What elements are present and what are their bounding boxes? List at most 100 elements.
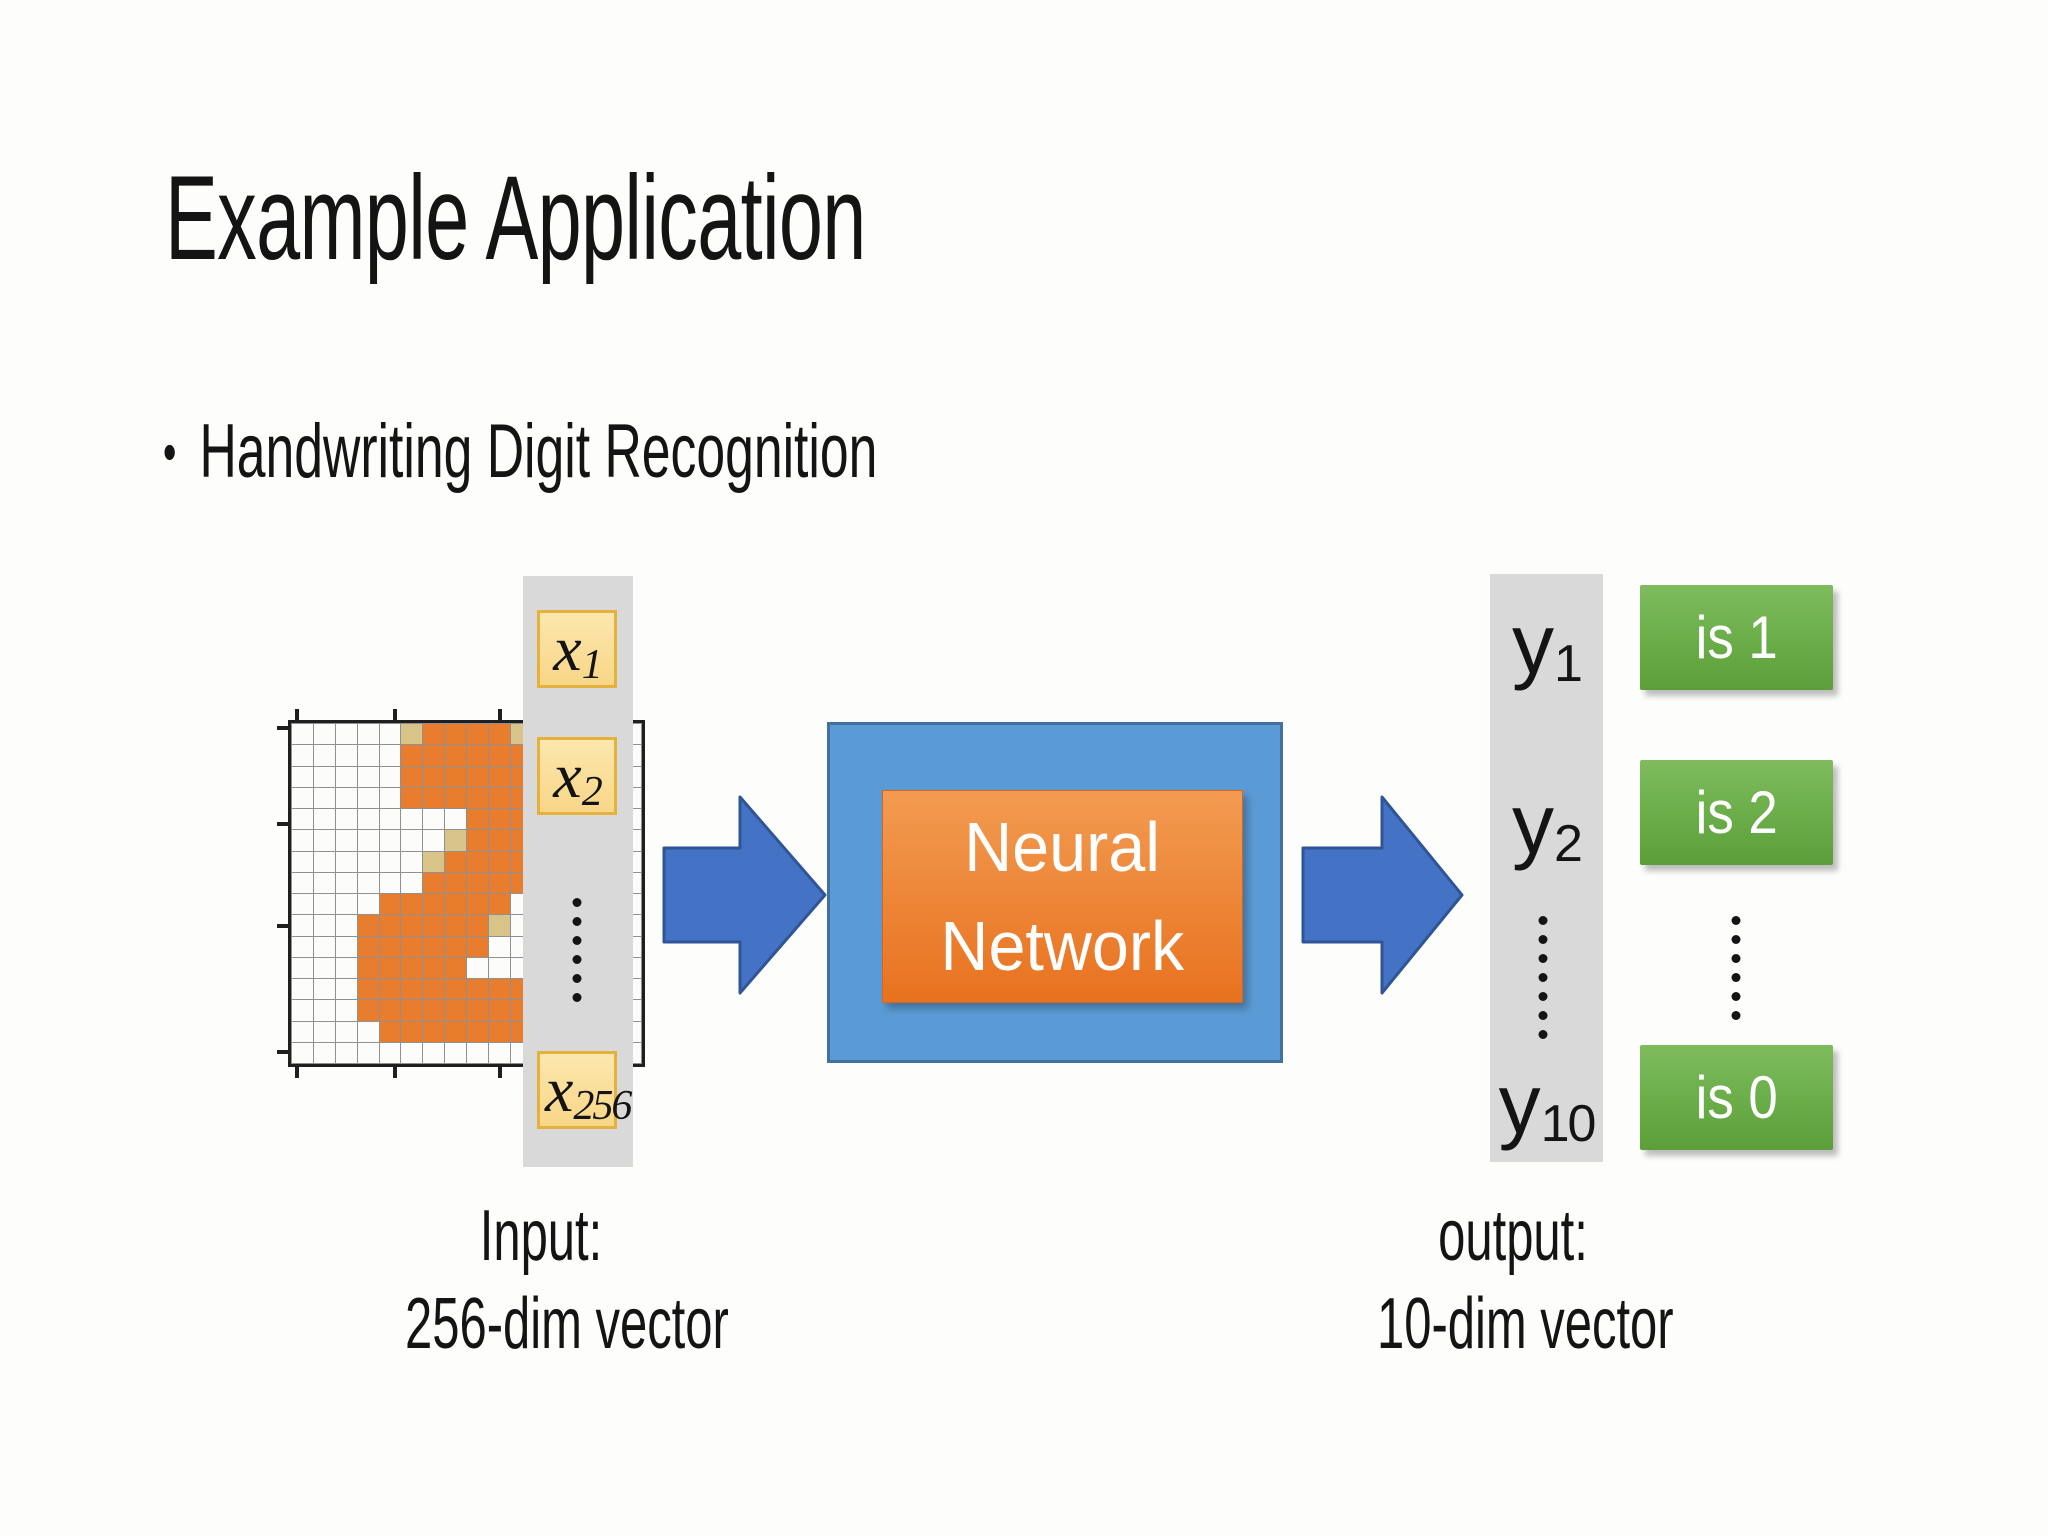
pixel-cell — [313, 851, 335, 872]
pixel-cell — [423, 894, 445, 915]
pixel-cell — [488, 809, 510, 830]
pixel-cell — [292, 809, 313, 830]
input-ellipsis — [572, 898, 582, 1002]
pixel-cell — [313, 979, 335, 1000]
pixel-cell — [357, 957, 379, 978]
pixel-cell — [292, 1021, 313, 1042]
pixel-cell — [488, 957, 510, 978]
pixel-cell — [467, 872, 488, 893]
pixel-cell — [401, 745, 423, 766]
neural-network-box: Neural Network — [882, 790, 1243, 1003]
axis-tick — [277, 924, 291, 929]
ellipsis-dot — [572, 993, 582, 1002]
pixel-cell — [423, 787, 445, 808]
pixel-cell — [357, 915, 379, 936]
ellipsis-dot — [572, 917, 582, 926]
pixel-cell — [401, 1042, 423, 1063]
input-caption: Input: 256-dim vector — [405, 1192, 729, 1368]
pixel-cell — [379, 872, 401, 893]
ellipsis-dot — [1538, 992, 1548, 1001]
axis-tick — [392, 1064, 397, 1078]
pixel-cell — [335, 915, 357, 936]
pixel-cell — [467, 915, 488, 936]
bullet-line: • Handwriting Digit Recognition — [163, 408, 877, 495]
pixel-cell — [467, 979, 488, 1000]
ellipsis-dot — [1731, 1011, 1741, 1020]
pixel-cell — [357, 809, 379, 830]
pixel-cell — [379, 745, 401, 766]
input-caption-line2: 256-dim vector — [405, 1284, 729, 1364]
pixel-cell — [423, 724, 445, 745]
axis-tick — [498, 1064, 503, 1078]
pixel-cell — [292, 724, 313, 745]
pixel-cell — [379, 809, 401, 830]
pixel-cell — [335, 979, 357, 1000]
pixel-cell — [467, 1042, 488, 1063]
pixel-cell — [467, 745, 488, 766]
pixel-cell — [445, 809, 466, 830]
pixel-cell — [423, 830, 445, 851]
pixel-cell — [445, 766, 466, 787]
pixel-cell — [488, 979, 510, 1000]
pixel-cell — [467, 1000, 488, 1021]
pixel-cell — [423, 1021, 445, 1042]
pixel-cell — [379, 915, 401, 936]
pixel-cell — [335, 766, 357, 787]
pixel-cell — [445, 1000, 466, 1021]
pixel-cell — [357, 745, 379, 766]
pixel-cell — [313, 766, 335, 787]
pixel-cell — [292, 872, 313, 893]
pixel-cell — [357, 872, 379, 893]
pixel-cell — [357, 1000, 379, 1021]
pixel-cell — [335, 851, 357, 872]
pixel-cell — [292, 957, 313, 978]
pixel-cell — [401, 957, 423, 978]
output-caption-line2: 10-dim vector — [1377, 1284, 1674, 1364]
network-label-line2: Network — [940, 906, 1185, 985]
pixel-cell — [357, 1021, 379, 1042]
pixel-cell — [313, 1000, 335, 1021]
pixel-cell — [423, 809, 445, 830]
pixel-cell — [292, 787, 313, 808]
pixel-cell — [467, 809, 488, 830]
pixel-cell — [313, 724, 335, 745]
axis-tick — [277, 1050, 291, 1055]
pixel-cell — [445, 724, 466, 745]
ellipsis-dot — [1538, 1030, 1548, 1039]
pixel-cell — [292, 745, 313, 766]
pixel-cell — [357, 851, 379, 872]
bullet-icon: • — [163, 420, 177, 483]
pixel-cell — [423, 979, 445, 1000]
ellipsis-dot — [1538, 954, 1548, 963]
pixel-cell — [292, 1000, 313, 1021]
pixel-cell — [401, 787, 423, 808]
pixel-cell — [488, 766, 510, 787]
pixel-cell — [401, 830, 423, 851]
class-ellipsis — [1731, 916, 1741, 1020]
network-label-line1: Neural — [964, 807, 1161, 886]
axis-tick — [277, 726, 291, 731]
pixel-cell — [488, 1000, 510, 1021]
pixel-cell — [467, 851, 488, 872]
ellipsis-dot — [572, 955, 582, 964]
pixel-cell — [488, 1021, 510, 1042]
x1-label: x — [553, 613, 582, 684]
ellipsis-dot — [1538, 973, 1548, 982]
pixel-cell — [292, 851, 313, 872]
pixel-cell — [379, 766, 401, 787]
pixel-cell — [488, 1042, 510, 1063]
pixel-cell — [401, 851, 423, 872]
pixel-cell — [335, 1042, 357, 1063]
pixel-cell — [401, 936, 423, 957]
pixel-cell — [401, 1021, 423, 1042]
class-box-is-2: is 2 — [1640, 760, 1833, 865]
pixel-cell — [445, 787, 466, 808]
pixel-cell — [313, 745, 335, 766]
pixel-cell — [335, 787, 357, 808]
pixel-cell — [423, 915, 445, 936]
axis-tick — [294, 709, 299, 723]
output-vector-bar — [1490, 574, 1603, 1162]
pixel-cell — [445, 894, 466, 915]
